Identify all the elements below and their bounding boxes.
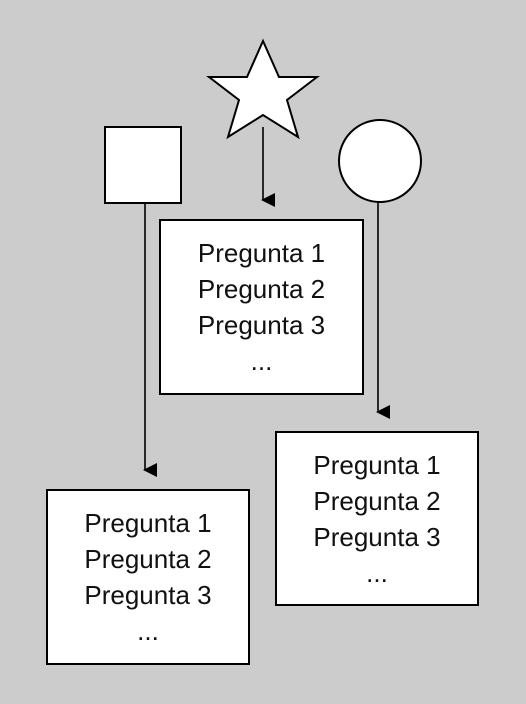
square-icon: [104, 126, 182, 204]
question-line: Pregunta 1: [197, 238, 326, 268]
question-line: Pregunta 3: [197, 310, 326, 340]
ellipsis: ...: [366, 557, 388, 588]
question-line: Pregunta 2: [313, 485, 441, 516]
question-box-square: Pregunta 1 Pregunta 2 Pregunta 3 ...: [46, 489, 250, 665]
question-line: Pregunta 1: [84, 508, 212, 538]
question-box-circle: Pregunta 1 Pregunta 2 Pregunta 3 ...: [275, 431, 479, 606]
question-line: Pregunta 2: [84, 544, 212, 574]
question-line: Pregunta 3: [313, 521, 441, 552]
question-line: Pregunta 2: [197, 274, 326, 304]
question-line: Pregunta 1: [313, 449, 441, 480]
question-box-star: Pregunta 1 Pregunta 2 Pregunta 3 ...: [159, 219, 364, 395]
circle-icon: [338, 119, 422, 203]
star-icon: [206, 38, 320, 140]
ellipsis: ...: [137, 616, 159, 646]
ellipsis: ...: [250, 346, 273, 376]
question-line: Pregunta 3: [84, 580, 212, 610]
